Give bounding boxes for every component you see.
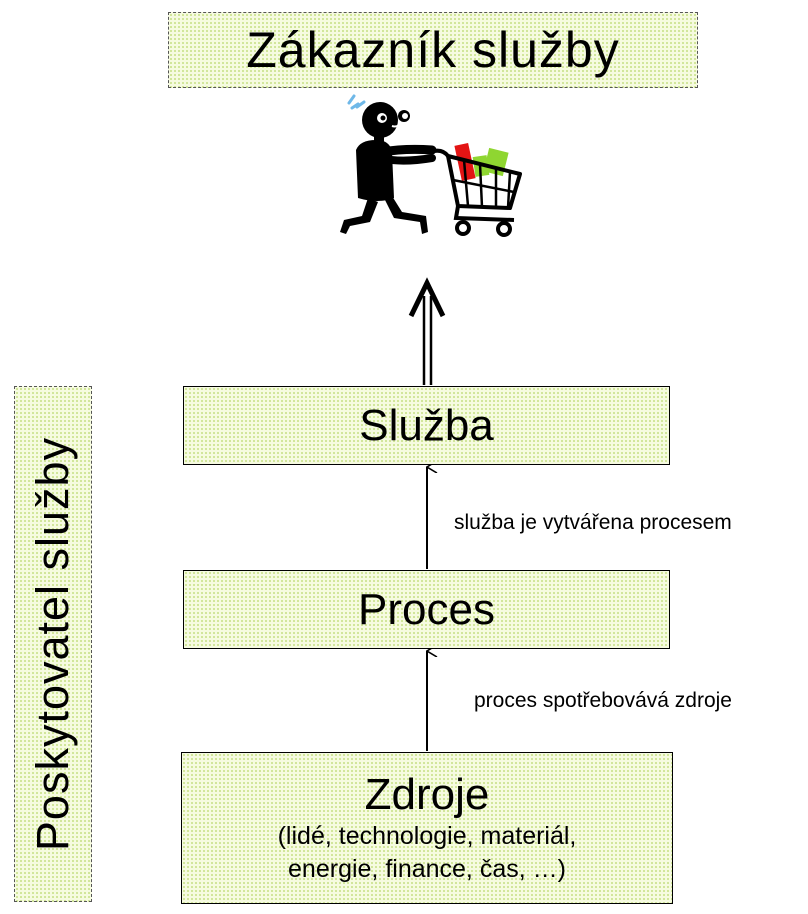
resources-to-process-label: proces spotřebovává zdroje — [474, 689, 732, 712]
service-box: Služba — [183, 386, 670, 465]
provider-banner — [14, 386, 92, 902]
resources-detail-line-2: energie, finance, čas, …) — [288, 855, 566, 883]
resources-box: Zdroje (lidé, technologie, materiál, ene… — [181, 752, 673, 904]
resources-detail-line-1: (lidé, technologie, materiál, — [277, 822, 577, 850]
service-label: Služba — [359, 400, 494, 450]
customer-banner: Zákazník služby — [168, 12, 698, 88]
sparkle-icon — [347, 94, 366, 110]
service-to-customer-arrow — [408, 277, 446, 385]
process-label: Proces — [358, 584, 495, 634]
resources-title: Zdroje — [364, 770, 490, 819]
process-box: Proces — [183, 570, 670, 649]
shopper-with-cart-icon — [340, 94, 522, 237]
process-to-service-label: služba je vytvářena procesem — [454, 511, 732, 534]
